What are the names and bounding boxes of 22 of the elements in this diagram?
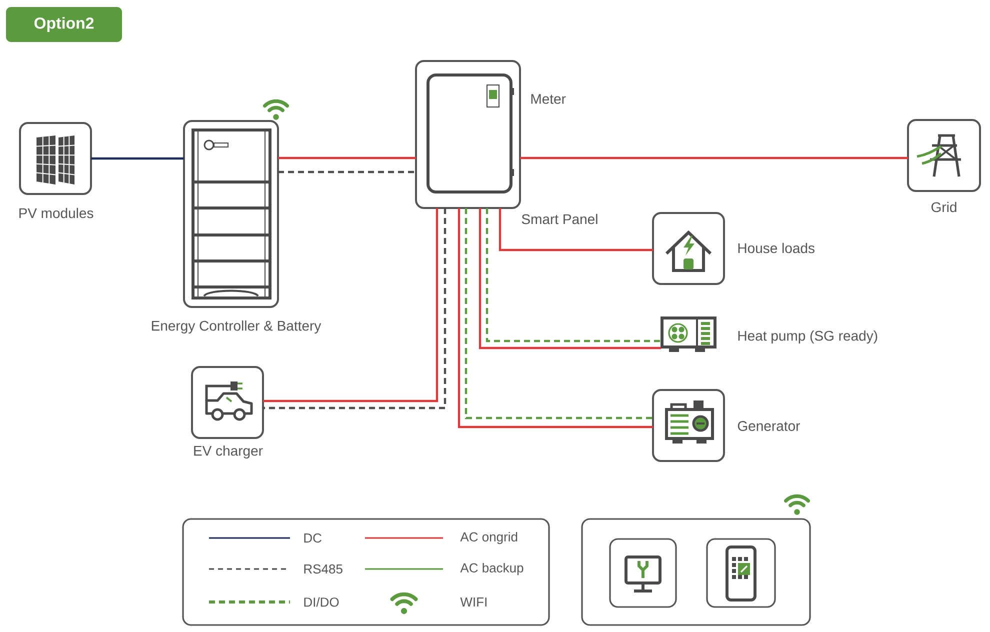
legend-text: DI/DO <box>304 597 339 607</box>
legend-text: AC backup <box>460 562 524 576</box>
node-label: EV charger <box>194 445 263 459</box>
connector-line <box>520 156 908 160</box>
node-label: Meter <box>531 94 566 104</box>
legend-text: DC <box>304 533 322 543</box>
legend-text: WIFI <box>460 598 486 606</box>
legend-text: AC ongrid <box>460 532 518 544</box>
node-label: PV modules <box>19 208 94 218</box>
node-label: Generator <box>738 421 800 431</box>
node-label: Energy Controller & Battery <box>152 320 322 334</box>
legend-text: RS485 <box>304 564 342 574</box>
device-frame <box>581 518 811 626</box>
connector-line <box>278 170 416 174</box>
node-label: Grid <box>932 202 956 212</box>
connector-line <box>91 157 184 160</box>
connector-line <box>498 208 653 252</box>
node-label: House loads <box>738 242 814 254</box>
option-badge: Option2 <box>6 7 122 42</box>
connector-line <box>278 156 416 160</box>
node-label: Heat pump (SG ready) <box>738 330 878 344</box>
node-label: Smart Panel <box>522 214 598 224</box>
